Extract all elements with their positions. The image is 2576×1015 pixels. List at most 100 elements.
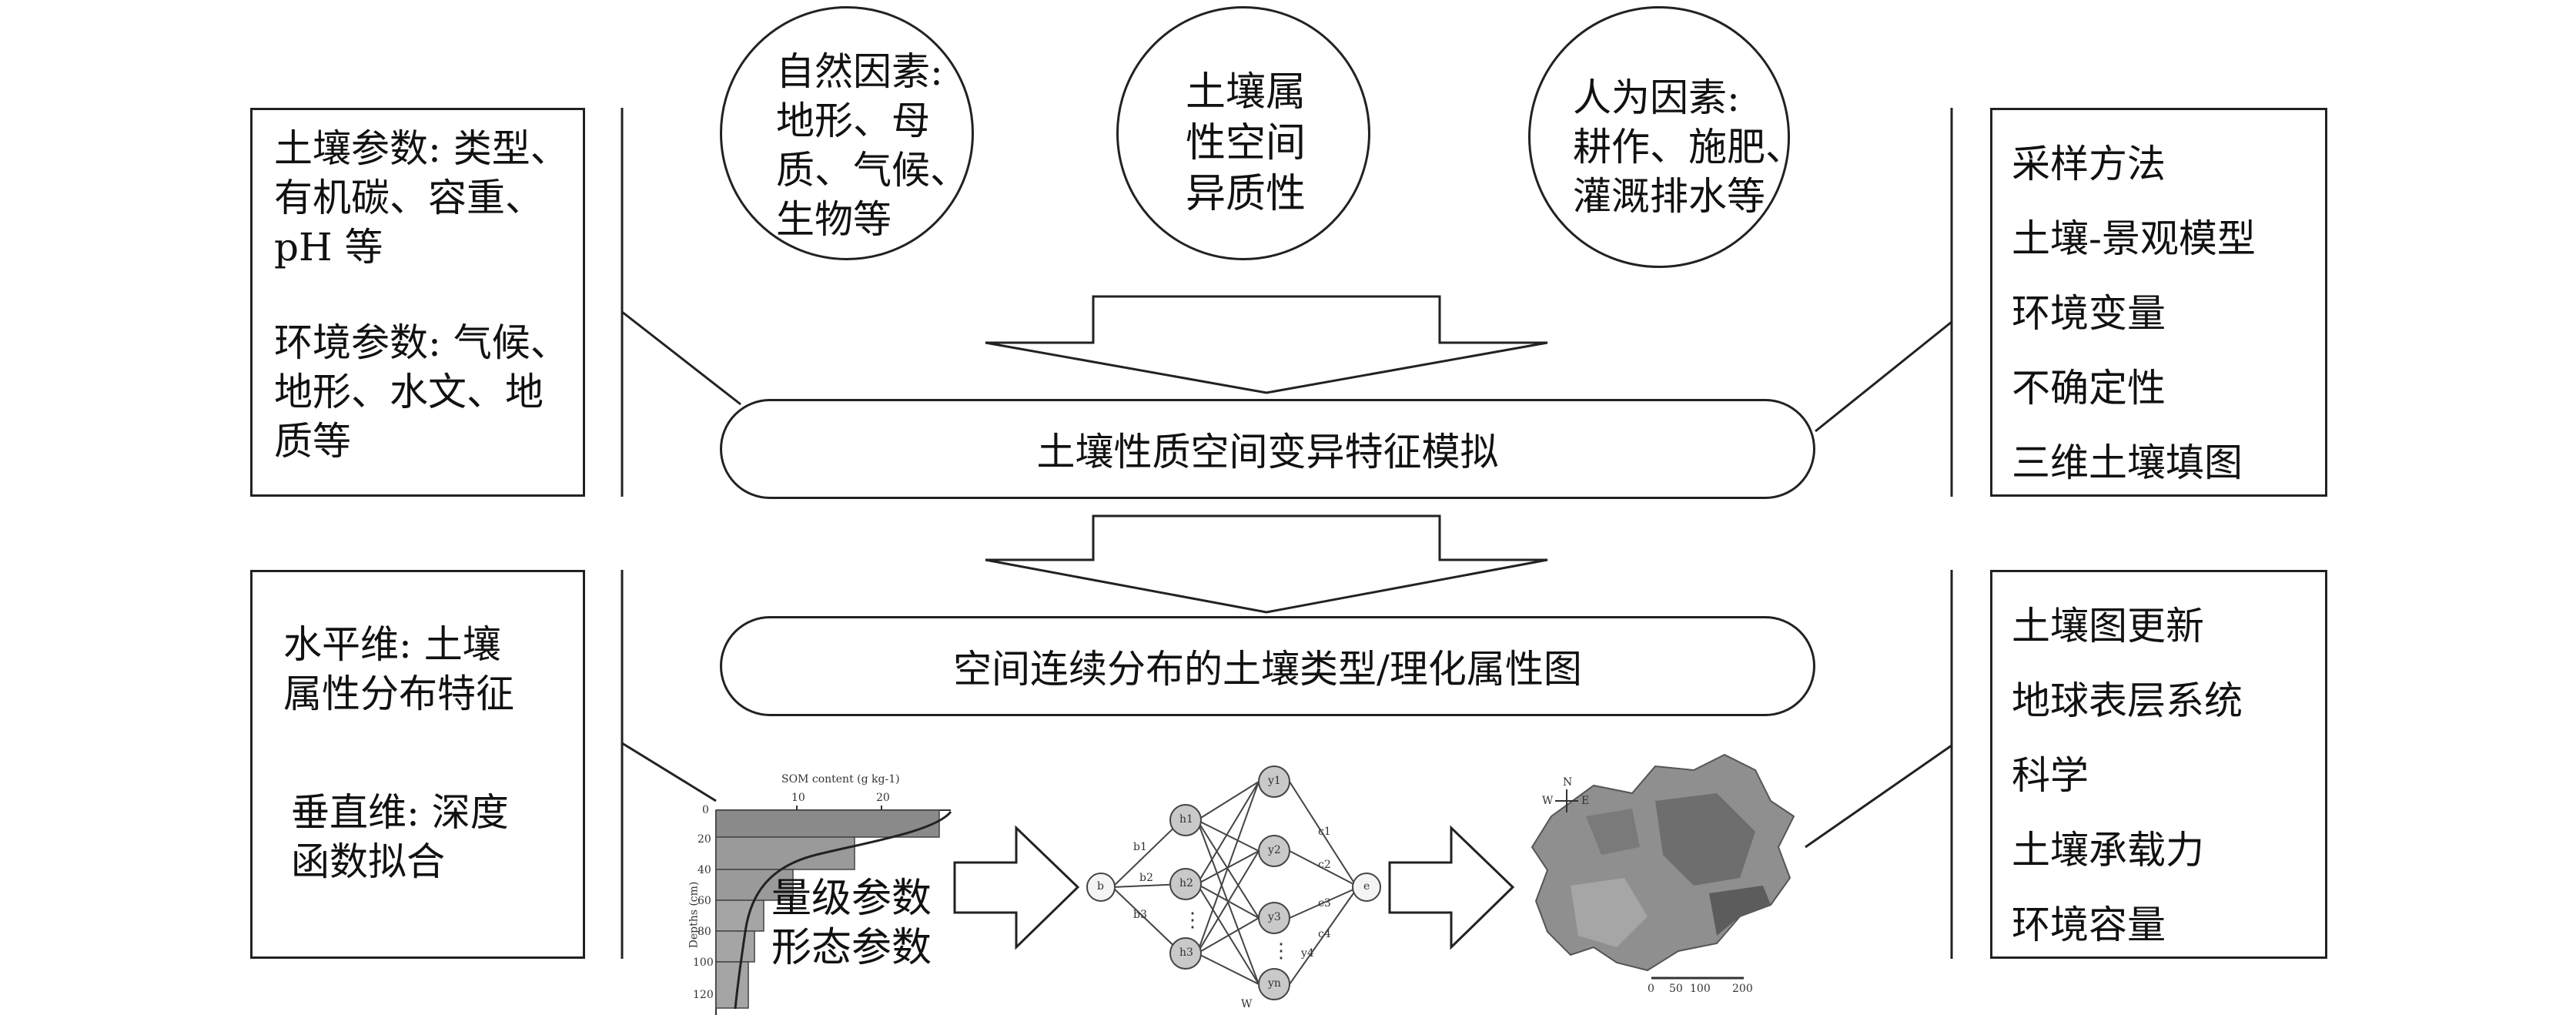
human-factors-circle: 人为因素: 耕作、施肥、 灌溉排水等	[1528, 6, 1804, 268]
region-map	[1531, 753, 1795, 980]
right-top-line-4: 不确定性	[2012, 366, 2166, 410]
som-bar-5	[715, 961, 749, 1009]
center-line-3: 异质性	[1185, 171, 1306, 217]
som-y-tick-0: 0	[702, 804, 709, 816]
weight-c3: c3	[1318, 897, 1331, 909]
left-top-line-4: 环境参数: 气候、	[274, 320, 569, 365]
weight-c2: c2	[1318, 859, 1331, 871]
map-region-shade-3	[1709, 886, 1771, 936]
natural-line-2: 地形、母	[776, 99, 930, 143]
map-region-shade-1	[1655, 793, 1755, 886]
connector-left-top	[621, 310, 741, 406]
right-top-line-1: 采样方法	[2012, 142, 2166, 186]
down-arrow-middle	[985, 514, 1548, 614]
compass-w-label: W	[1542, 795, 1554, 807]
applications-box: 土壤图更新 地球表层系统 科学 土壤承载力 环境容量	[1990, 570, 2327, 959]
map-region-shade-4	[1586, 809, 1640, 855]
human-line-3: 灌溉排水等	[1573, 174, 1765, 219]
som-y-tick-20: 20	[698, 833, 711, 846]
right-top-line-3: 环境变量	[2012, 291, 2166, 336]
right-bottom-line-2: 地球表层系统	[2012, 678, 2243, 723]
right-arrow-1	[953, 825, 1080, 950]
connector-left-bottom	[621, 742, 717, 802]
right-bottom-line-5: 环境容量	[2012, 903, 2166, 947]
natural-line-3: 质、气候、	[776, 148, 969, 193]
right-top-line-2: 土壤-景观模型	[2012, 216, 2256, 261]
left-bottom-line-3: 垂直维: 深度	[291, 790, 509, 835]
som-bar-4	[715, 930, 755, 963]
som-chart-title: SOM content (g kg-1)	[781, 773, 900, 786]
down-arrow-top	[985, 295, 1548, 394]
center-line-1: 土壤属	[1185, 69, 1306, 116]
scale-tick-200: 200	[1732, 983, 1753, 995]
compass-n-label: N	[1563, 776, 1573, 789]
right-bottom-line-1: 土壤图更新	[2012, 604, 2204, 648]
neural-network	[1086, 765, 1381, 1000]
left-top-line-2: 有机碳、容重、	[274, 176, 544, 220]
hidden-dots: ⋮	[1183, 909, 1203, 932]
node-h3-label: h3	[1179, 946, 1193, 959]
methods-box: 采样方法 土壤-景观模型 环境变量 不确定性 三维土壤填图	[1990, 108, 2327, 497]
right-bottom-line-4: 土壤承载力	[2012, 828, 2204, 873]
left-top-line-3: pH 等	[274, 225, 383, 270]
som-y-tick-100: 100	[693, 956, 714, 969]
human-line-1: 人为因素:	[1573, 75, 1740, 120]
left-bottom-line-4: 函数拟合	[291, 839, 445, 884]
right-arrow-2	[1388, 825, 1515, 950]
som-y-tick-80: 80	[698, 926, 711, 938]
right-top-line-5: 三维土壤填图	[2012, 441, 2243, 485]
som-bar-1	[715, 836, 855, 870]
node-y2-label: y2	[1268, 844, 1281, 856]
som-y-tick-40: 40	[698, 864, 711, 876]
node-y1-label: y1	[1268, 775, 1281, 787]
left-top-line-6: 质等	[274, 419, 351, 464]
natural-factors-circle: 自然因素: 地形、母 质、气候、 生物等	[720, 6, 974, 260]
map-output-pill: 空间连续分布的土壤类型/理化属性图	[720, 616, 1815, 716]
human-line-2: 耕作、施肥、	[1573, 125, 1804, 169]
node-yn-label: yn	[1268, 977, 1281, 990]
right-bottom-line-3: 科学	[2012, 753, 2089, 798]
node-y4-label: y4	[1301, 947, 1314, 960]
node-y3	[1258, 902, 1290, 934]
weight-c1: c1	[1318, 826, 1331, 838]
heterogeneity-circle: 土壤属 性空间 异质性	[1116, 6, 1370, 260]
som-profile-chart	[715, 806, 952, 1015]
node-final-label: e	[1363, 880, 1370, 893]
center-line-2: 性空间	[1185, 120, 1306, 166]
node-y3-label: y3	[1268, 911, 1281, 923]
magnitude-params-label: 量级参数	[771, 876, 932, 922]
compass-e-label: E	[1581, 795, 1590, 807]
weight-c4: c4	[1318, 928, 1331, 940]
map-output-pill-label: 空间连续分布的土壤类型/理化属性图	[953, 647, 1582, 692]
node-h2	[1169, 868, 1202, 900]
simulation-pill-label: 土壤性质空间变异特征模拟	[1036, 430, 1499, 474]
node-input	[1086, 873, 1116, 902]
weight-b3: b3	[1133, 909, 1147, 921]
scale-tick-0: 0	[1648, 983, 1654, 995]
map-region-shade-2	[1571, 878, 1648, 947]
weight-w-label: W	[1241, 998, 1253, 1010]
node-input-label: b	[1097, 880, 1104, 893]
scale-tick-100: 100	[1690, 983, 1711, 995]
som-y-tick-120: 120	[693, 989, 714, 1001]
som-fit-curve	[734, 811, 952, 1010]
node-yn	[1258, 968, 1290, 1000]
node-y1	[1258, 765, 1290, 798]
node-h2-label: h2	[1179, 877, 1193, 889]
left-bottom-line-2: 属性分布特征	[283, 672, 514, 716]
dimension-box: 水平维: 土壤 属性分布特征 垂直维: 深度 函数拟合	[250, 570, 585, 959]
som-x-tick-20: 20	[876, 792, 890, 804]
connector-right-bottom	[1805, 744, 1952, 849]
soil-env-params-box: 土壤参数: 类型、 有机碳、容重、 pH 等 环境参数: 气候、 地形、水文、地…	[250, 108, 585, 497]
left-bottom-line-1: 水平维: 土壤	[283, 622, 501, 667]
weight-b2: b2	[1139, 872, 1153, 884]
connector-right-top	[1815, 320, 1952, 433]
node-h1-label: h1	[1179, 813, 1193, 826]
som-y-tick-60: 60	[698, 895, 711, 907]
som-x-tick-10: 10	[791, 792, 805, 804]
output-dots: ⋮	[1271, 940, 1291, 963]
network-edges	[1112, 781, 1354, 985]
som-y-label: Depths (cm)	[687, 881, 701, 949]
node-h1	[1169, 804, 1202, 836]
